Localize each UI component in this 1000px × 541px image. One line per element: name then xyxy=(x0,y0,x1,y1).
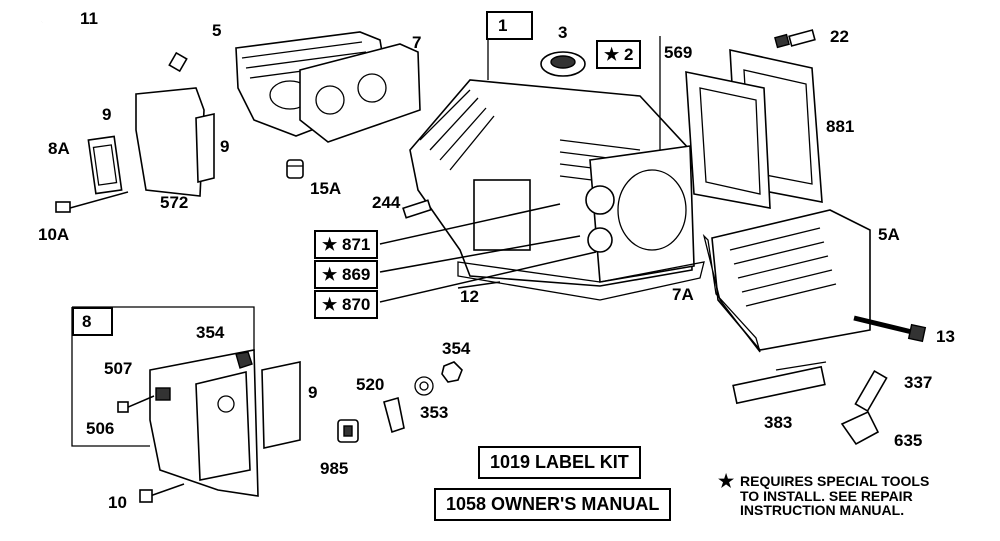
small-hardware xyxy=(337,361,463,443)
callout-569: 569 xyxy=(664,43,693,62)
callout-9-right: 9 xyxy=(220,137,230,156)
callout-5: 5 xyxy=(212,21,222,40)
callout-7A: 7A xyxy=(672,285,694,304)
callout-354-right: 354 xyxy=(442,339,471,358)
star-icon: ★ xyxy=(322,235,338,254)
callout-9-lower: 9 xyxy=(308,383,318,402)
head-bolt xyxy=(853,315,927,343)
note-line-3: INSTRUCTION MANUAL. xyxy=(740,502,905,519)
callout-520: 520 xyxy=(356,375,385,394)
callout-383: 383 xyxy=(764,413,793,432)
callout-635: 635 xyxy=(894,431,923,450)
callout-244: 244 xyxy=(372,193,401,212)
note-line-2: TO INSTALL. SEE REPAIR xyxy=(740,487,913,504)
callout-881: 881 xyxy=(826,117,855,136)
special-tools-note: ★ REQUIRES SPECIAL TOOLS TO INSTALL. SEE… xyxy=(718,471,998,519)
screw-22 xyxy=(774,29,816,49)
owners-manual-box: 1058 OWNER'S MANUAL xyxy=(434,488,672,521)
callout-572: 572 xyxy=(160,193,189,212)
callout-507: 507 xyxy=(104,359,133,378)
callout-13: 13 xyxy=(936,327,955,346)
callout-869: ★ 869 xyxy=(314,260,379,289)
callout-3: 3 xyxy=(558,23,568,42)
spark-plug-tool xyxy=(732,361,827,405)
star-icon: ★ xyxy=(718,471,735,491)
callout-10A: 10A xyxy=(38,225,70,244)
callout-871: ★ 871 xyxy=(314,230,379,259)
label-kit-box: 1019 LABEL KIT xyxy=(478,446,641,479)
valve-seal xyxy=(286,159,304,179)
callout-22: 22 xyxy=(830,27,849,46)
star-icon: ★ xyxy=(322,265,338,284)
star-icon: ★ xyxy=(322,295,338,314)
callout-354-left: 354 xyxy=(196,323,225,342)
callout-12: 12 xyxy=(460,287,479,306)
callout-506: 506 xyxy=(86,419,115,438)
breather-assembly xyxy=(55,87,215,213)
callout-870: ★ 870 xyxy=(314,290,379,319)
kit-8-frame xyxy=(71,306,301,503)
callout-8: 8 xyxy=(72,307,114,336)
spark-plug xyxy=(840,369,888,446)
cylinder-block xyxy=(409,20,695,287)
base-gasket xyxy=(457,261,705,301)
callout-353: 353 xyxy=(420,403,449,422)
callout-11: 11 xyxy=(80,9,98,28)
callout-8A: 8A xyxy=(48,139,70,158)
star-icon: ★ xyxy=(604,45,620,64)
callout-15A: 15A xyxy=(310,179,342,198)
note-line-1: REQUIRES SPECIAL TOOLS xyxy=(740,473,930,489)
oil-seal xyxy=(540,51,586,77)
callout-1: 1 xyxy=(486,11,534,40)
callout-2: ★ 2 xyxy=(596,40,642,69)
callout-9-upper: 9 xyxy=(102,105,112,124)
callout-10: 10 xyxy=(108,493,127,512)
callout-337: 337 xyxy=(904,373,933,392)
breather-tube xyxy=(41,20,188,73)
callout-7: 7 xyxy=(412,33,422,52)
drain-fitting xyxy=(402,199,432,219)
head-gasket xyxy=(299,43,421,143)
leader-lines xyxy=(379,203,597,303)
valve-cover xyxy=(685,48,823,209)
callout-985: 985 xyxy=(320,459,349,478)
callout-5A: 5A xyxy=(878,225,900,244)
cylinder-head-5a xyxy=(702,209,871,353)
